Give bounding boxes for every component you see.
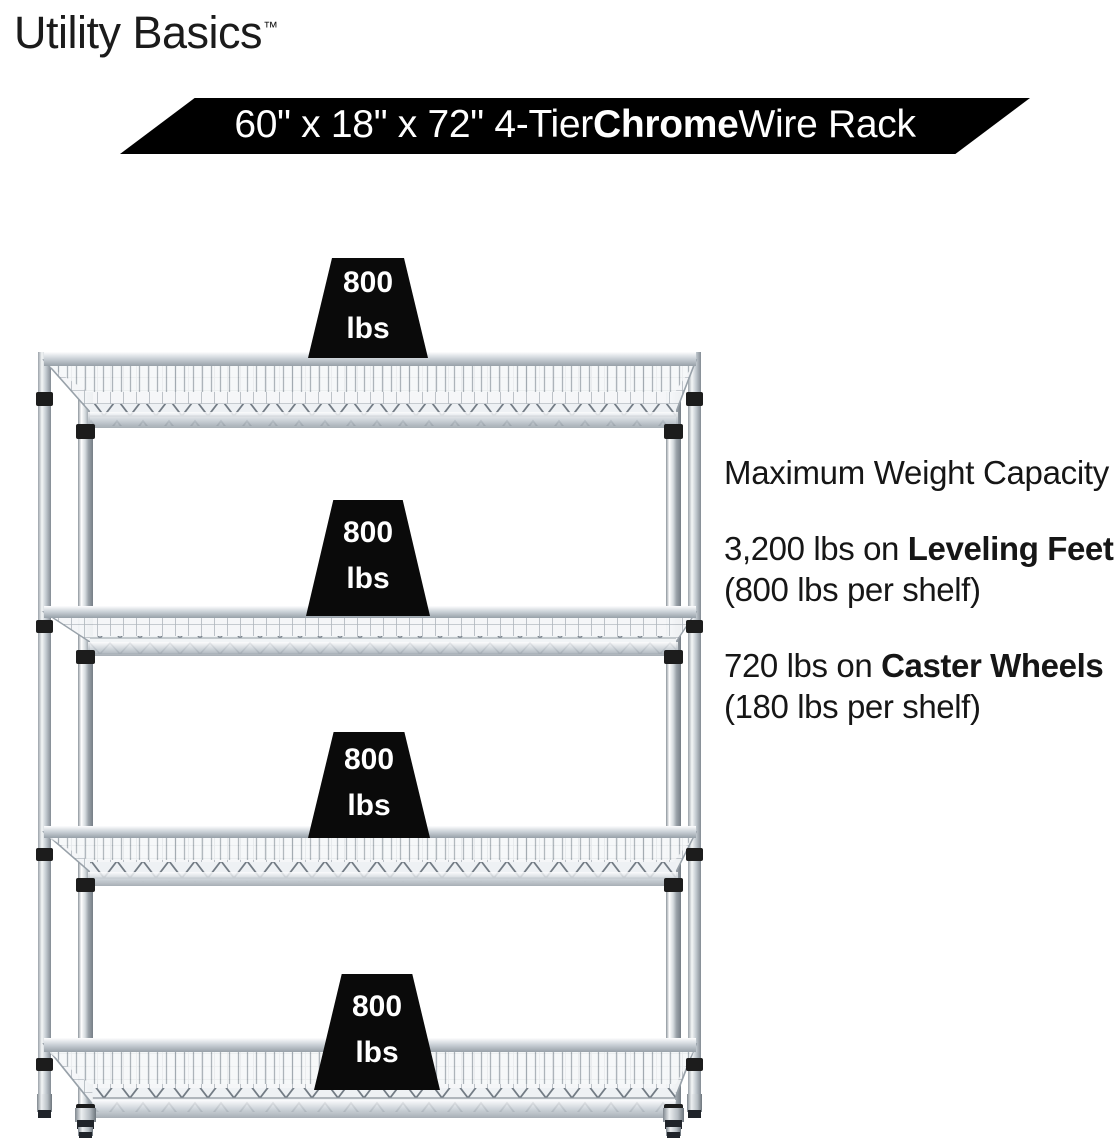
caster-wheels-term: Caster Wheels (881, 647, 1104, 684)
callout-unit: lbs (346, 312, 390, 345)
callout-label: 800 lbs (306, 500, 430, 616)
shelf-tier-4 (42, 1038, 698, 1118)
caster-wheels-lead: 720 lbs on (724, 647, 882, 684)
title-banner: 60" x 18" x 72" 4-Tier Chrome Wire Rack (120, 98, 1030, 154)
caster-wheels-tail: (180 lbs per shelf) (724, 688, 981, 725)
callout-value: 800 (343, 742, 395, 776)
caster-wheels-capacity: 720 lbs on Caster Wheels (180 lbs per sh… (724, 645, 1120, 727)
callout-label: 800 lbs (308, 732, 430, 838)
leveling-feet-lead: 3,200 lbs on (724, 530, 908, 567)
shelf-tier-1 (42, 352, 698, 428)
shelf-tier-2 (41, 606, 698, 656)
callout-label: 800 lbs (314, 974, 440, 1090)
banner-prefix: 60" x 18" x 72" 4-Tier (234, 103, 593, 146)
rack-drawing (36, 352, 703, 1138)
callout-unit: lbs (346, 562, 390, 595)
weight-callout-tier-1: 800 lbs (308, 258, 428, 358)
rack-posts (38, 352, 701, 1108)
callout-value: 800 (342, 515, 394, 549)
leveling-feet-term: Leveling Feet (907, 530, 1114, 567)
callout-value: 800 (342, 265, 394, 299)
trademark-symbol: ™ (263, 19, 279, 36)
wire-rack-illustration (36, 352, 703, 1138)
callout-unit: lbs (347, 789, 391, 822)
leveling-feet (37, 1094, 702, 1138)
banner-highlight: Chrome (592, 103, 739, 146)
banner-suffix: Wire Rack (738, 103, 916, 146)
banner-background (120, 98, 1030, 154)
weight-callout-tier-3: 800 lbs (308, 732, 430, 838)
weight-callout-tier-4: 800 lbs (314, 974, 440, 1090)
shelf-tier-3 (41, 826, 698, 886)
brand-logo: Utility Basics™ (14, 2, 278, 59)
leveling-feet-capacity: 3,200 lbs on Leveling Feet (800 lbs per … (724, 528, 1120, 610)
callout-label: 800 lbs (308, 258, 428, 358)
leveling-feet-tail: (800 lbs per shelf) (724, 571, 981, 608)
brand-name: Utility Basics (14, 7, 263, 58)
capacity-info-block: Maximum Weight Capacity 3,200 lbs on Lev… (724, 452, 1120, 727)
banner-text: 60" x 18" x 72" 4-Tier Chrome Wire Rack (120, 98, 1030, 154)
capacity-heading: Maximum Weight Capacity (724, 454, 1109, 491)
weight-callout-tier-2: 800 lbs (306, 500, 430, 616)
callout-value: 800 (351, 989, 403, 1023)
callout-unit: lbs (355, 1036, 399, 1069)
